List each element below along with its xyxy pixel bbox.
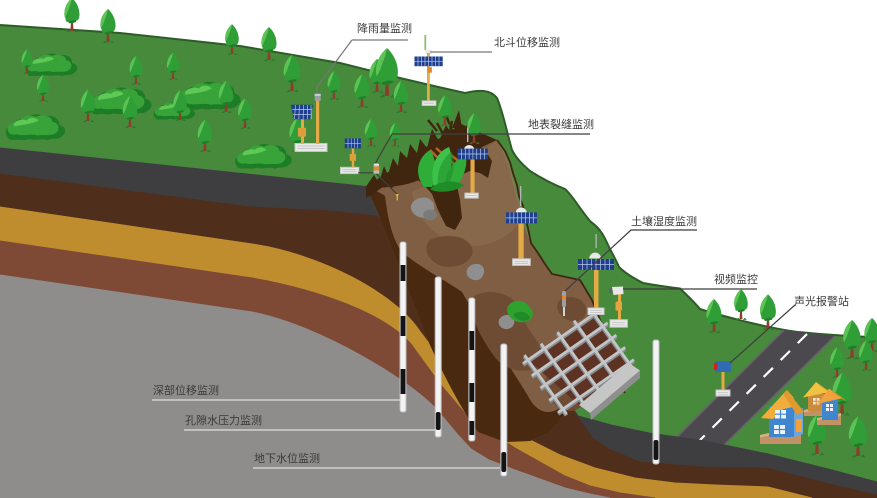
svg-text:降雨量监测: 降雨量监测 [357, 21, 412, 35]
svg-text:声光报警站: 声光报警站 [794, 294, 849, 308]
svg-text:地下水位监测: 地下水位监测 [254, 451, 320, 465]
svg-text:土壤湿度监测: 土壤湿度监测 [631, 214, 697, 228]
svg-text:视频监控: 视频监控 [714, 272, 758, 286]
svg-text:深部位移监测: 深部位移监测 [153, 383, 219, 397]
svg-text:孔隙水压力监测: 孔隙水压力监测 [185, 413, 262, 427]
svg-text:地表裂缝监测: 地表裂缝监测 [528, 117, 594, 131]
svg-text:北斗位移监测: 北斗位移监测 [494, 35, 560, 49]
